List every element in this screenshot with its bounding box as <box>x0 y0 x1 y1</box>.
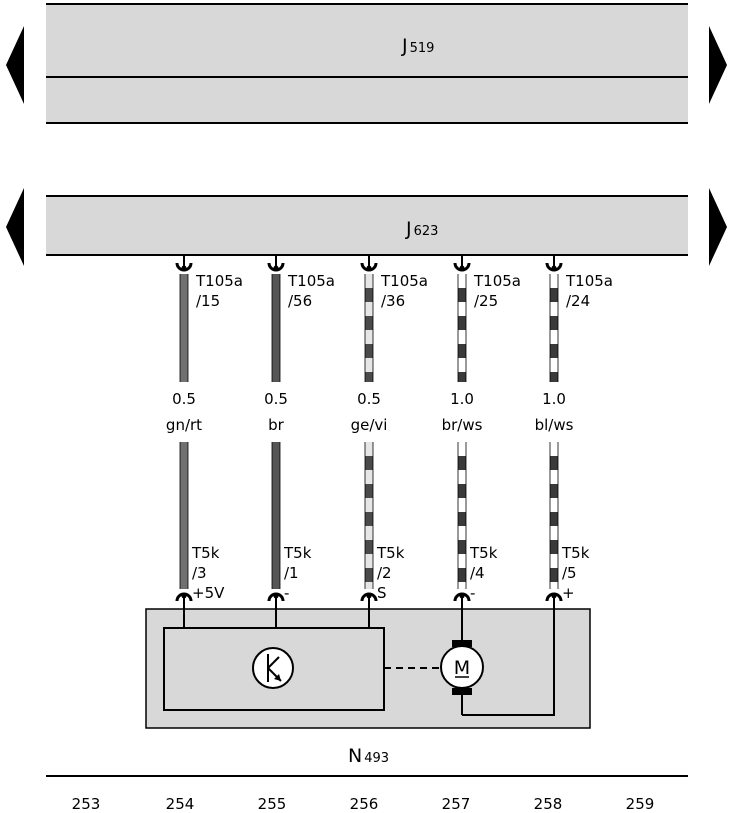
lower-connector-label: T5k <box>561 544 590 562</box>
wire-color-label: br/ws <box>442 416 483 434</box>
grid-number: 257 <box>442 795 471 813</box>
right-arrow-icon <box>709 188 727 266</box>
terminal-label: - <box>284 584 289 602</box>
grid-number: 258 <box>534 795 563 813</box>
wire-size-label: 1.0 <box>450 390 474 408</box>
wire-color-label: ge/vi <box>351 416 388 434</box>
lower-pin-label: /4 <box>470 564 485 582</box>
upper-terminal-icon <box>360 262 378 272</box>
lower-pin-label: /3 <box>192 564 207 582</box>
grid-numbers: 253 254 255 256 257 258 259 <box>72 795 655 813</box>
terminal-label: +5V <box>192 584 225 602</box>
terminal-label: S <box>377 584 387 602</box>
upper-pin-label: /36 <box>381 292 405 310</box>
upper-connector-label: T105a <box>195 272 243 290</box>
upper-terminal-icon <box>453 262 471 272</box>
wire-size-label: 0.5 <box>264 390 288 408</box>
upper-connector-label: T105a <box>380 272 428 290</box>
wire-color-label: br <box>268 416 285 434</box>
upper-pin-label: /24 <box>566 292 590 310</box>
grid-number: 253 <box>72 795 101 813</box>
wire-upper-segment <box>179 274 189 382</box>
wire-lower-segment <box>457 442 467 589</box>
wire-size-label: 0.5 <box>357 390 381 408</box>
j519-box <box>46 4 688 124</box>
wire-upper-segment <box>364 274 374 382</box>
lower-pin-label: /1 <box>284 564 299 582</box>
upper-connector-label: T105a <box>287 272 335 290</box>
wire-size-label: 1.0 <box>542 390 566 408</box>
grid-number: 255 <box>258 795 287 813</box>
upper-terminal-icon <box>267 262 285 272</box>
wire-lower-segment <box>179 442 189 589</box>
sensor-symbol-icon <box>252 647 294 689</box>
left-arrow-icon <box>6 26 24 104</box>
motor-label: M <box>454 657 470 679</box>
grid-number: 254 <box>166 795 195 813</box>
wire-size-label: 0.5 <box>172 390 196 408</box>
terminal-label: - <box>470 584 475 602</box>
upper-pin-label: /15 <box>196 292 220 310</box>
right-arrow-icon <box>709 26 727 104</box>
wire-lower-segment <box>364 442 374 589</box>
left-arrow-icon <box>6 188 24 266</box>
lower-pin-label: /5 <box>562 564 577 582</box>
lower-pin-label: /2 <box>377 564 392 582</box>
motor-icon: M <box>440 640 484 695</box>
upper-terminal-icon <box>545 262 563 272</box>
upper-connector-label: T105a <box>473 272 521 290</box>
wire-upper-segment <box>549 274 559 382</box>
upper-connector-label: T105a <box>565 272 613 290</box>
lower-connector-label: T5k <box>191 544 220 562</box>
wire-upper-segment <box>457 274 467 382</box>
lower-connector-label: T5k <box>469 544 498 562</box>
upper-terminal-icon <box>175 262 193 272</box>
j623-box <box>46 196 688 255</box>
upper-pin-label: /25 <box>474 292 498 310</box>
lower-connector-label: T5k <box>376 544 405 562</box>
wire-color-label: gn/rt <box>166 416 202 434</box>
grid-number: 256 <box>350 795 379 813</box>
upper-pin-label: /56 <box>288 292 312 310</box>
grid-number: 259 <box>626 795 655 813</box>
wire-lower-segment <box>549 442 559 589</box>
wire-color-label: bl/ws <box>535 416 574 434</box>
lower-connector-label: T5k <box>283 544 312 562</box>
wire-upper-segment <box>271 274 281 382</box>
terminal-label: + <box>562 584 575 602</box>
wire-lower-segment <box>271 442 281 589</box>
